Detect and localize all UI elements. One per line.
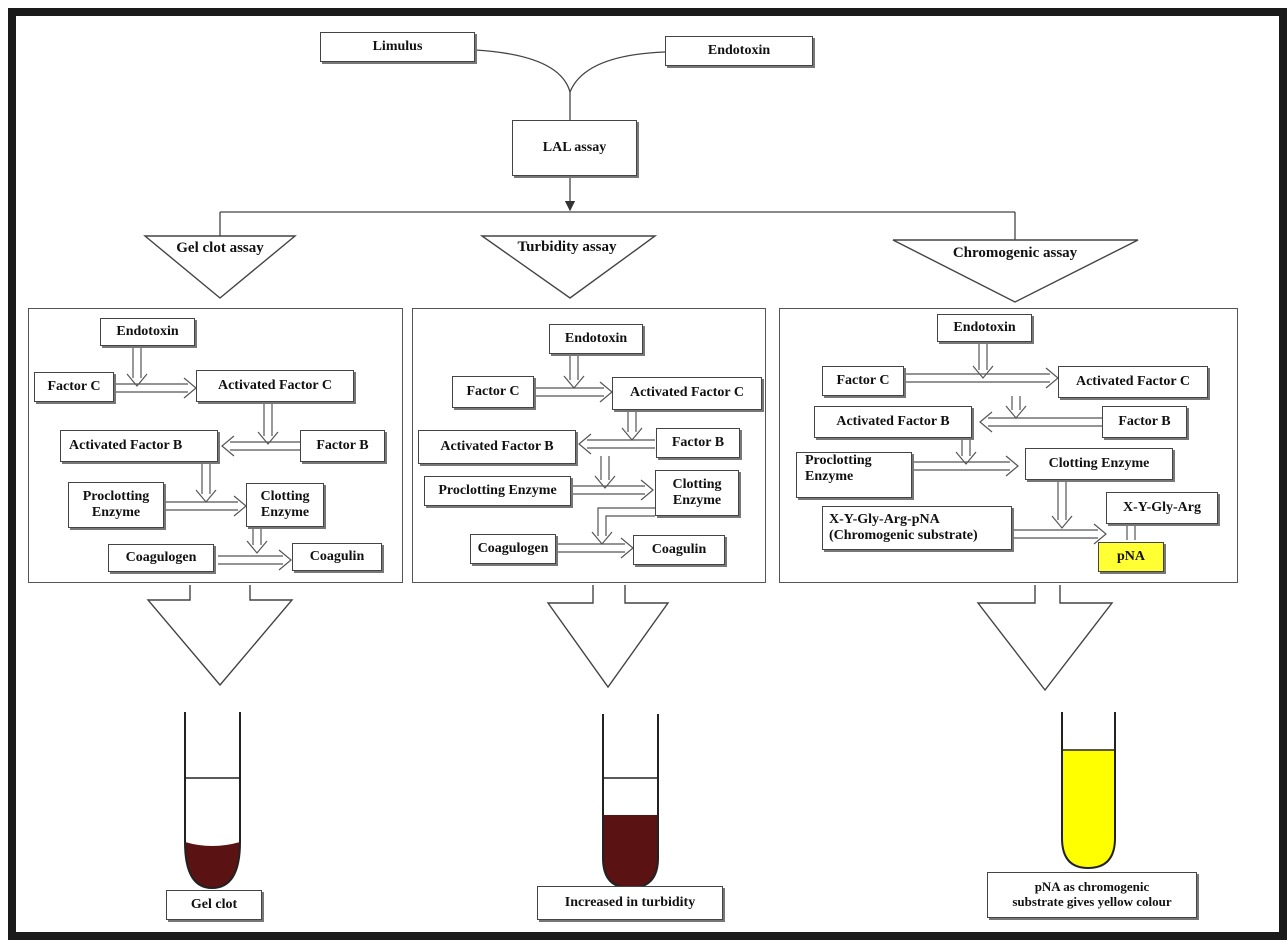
gel-tube [184, 712, 241, 890]
turb-endotoxin: Endotoxin [549, 324, 643, 354]
assay-triangles [143, 235, 1139, 303]
gel-proclotting-line2: Enzyme [91, 505, 141, 520]
lal-assay-box: LAL assay [512, 120, 637, 176]
turbidity-fill [603, 815, 658, 888]
gel-clot-assay-label: Gel clot assay [176, 240, 264, 256]
chromo-substrate: X-Y-Gly-Arg-pNA (Chromogenic substrate) [822, 506, 1012, 550]
endotoxin-top-box: Endotoxin [665, 36, 813, 66]
gel-clotting-line1: Clotting [260, 488, 310, 504]
gel-coagulin: Coagulin [292, 543, 382, 571]
turb-clotting-line1: Clotting [672, 476, 722, 492]
turb-coagulin: Coagulin [633, 535, 725, 565]
chromo-product: X-Y-Gly-Arg [1106, 492, 1218, 524]
chromo-proclotting-enzyme: Proclotting Enzyme [796, 452, 912, 498]
turb-proclotting-enzyme: Proclotting Enzyme [424, 476, 571, 506]
gel-factor-c: Factor C [34, 372, 114, 402]
gel-activated-factor-b: Activated Factor B [60, 430, 218, 462]
chromo-factor-c: Factor C [822, 366, 904, 396]
chromo-substrate-line2: (Chromogenic substrate) [829, 528, 978, 543]
yellow-fill [1062, 750, 1115, 868]
gel-proclotting-enzyme: Proclotting Enzyme [68, 482, 164, 528]
gel-proclotting-line1: Proclotting [82, 488, 150, 504]
chromo-pna-highlight: pNA [1098, 542, 1164, 572]
top-connectors [219, 49, 1016, 240]
turbidity-result: Increased in turbidity [537, 886, 723, 920]
gel-activated-factor-c: Activated Factor C [196, 370, 354, 402]
gel-result-arrow [146, 585, 294, 687]
turbidity-assay-triangle [479, 235, 658, 299]
chromogenic-tube [1061, 712, 1116, 870]
turb-clotting-line2: Enzyme [672, 493, 722, 508]
gel-assay-triangle [143, 235, 297, 299]
turb-coagulogen: Coagulogen [470, 534, 556, 564]
gel-clot-fill [185, 842, 240, 888]
chromogenic-result-arrow [976, 585, 1114, 692]
turb-activated-factor-b: Activated Factor B [418, 430, 576, 464]
chromo-activated-factor-c: Activated Factor C [1058, 366, 1208, 398]
chromo-result-line1: pNA as chromogenic [1034, 879, 1150, 895]
result-arrows [146, 585, 1114, 692]
turbidity-tube [602, 714, 659, 890]
gel-coagulogen: Coagulogen [108, 544, 214, 572]
chromo-clotting-enzyme: Clotting Enzyme [1025, 448, 1173, 480]
chromo-proclotting-line1: Proclotting [805, 453, 872, 468]
chromo-substrate-line1: X-Y-Gly-Arg-pNA [829, 511, 940, 527]
chromo-result-line2: substrate gives yellow colour [1012, 894, 1172, 909]
turbidity-assay-label: Turbidity assay [517, 239, 617, 255]
chromo-proclotting-line2: Enzyme [805, 469, 854, 485]
chromogenic-assay-triangle [892, 239, 1139, 303]
chromogenic-assay-label: Chromogenic assay [952, 245, 1078, 261]
gel-panel [28, 308, 403, 583]
turbidity-panel-arrows [535, 354, 655, 559]
turb-factor-c: Factor C [452, 376, 534, 408]
chromo-endotoxin: Endotoxin [937, 314, 1032, 342]
chromo-activated-factor-b: Activated Factor B [814, 406, 972, 438]
limulus-box: Limulus [320, 32, 475, 62]
chromogenic-panel [779, 308, 1238, 583]
turb-activated-factor-c: Activated Factor C [612, 377, 762, 410]
chromogenic-result: pNA as chromogenic substrate gives yello… [987, 872, 1197, 918]
turb-clotting-enzyme: Clotting Enzyme [655, 470, 739, 516]
turbidity-result-arrow [546, 585, 670, 689]
gel-clot-result: Gel clot [166, 890, 262, 920]
gel-factor-b: Factor B [300, 430, 385, 462]
turb-factor-b: Factor B [656, 428, 740, 458]
chromo-factor-b: Factor B [1102, 406, 1187, 438]
turbidity-panel [412, 308, 766, 583]
gel-clotting-enzyme: Clotting Enzyme [246, 483, 324, 527]
gel-endotoxin: Endotoxin [100, 318, 195, 346]
gel-clotting-line2: Enzyme [260, 505, 310, 520]
